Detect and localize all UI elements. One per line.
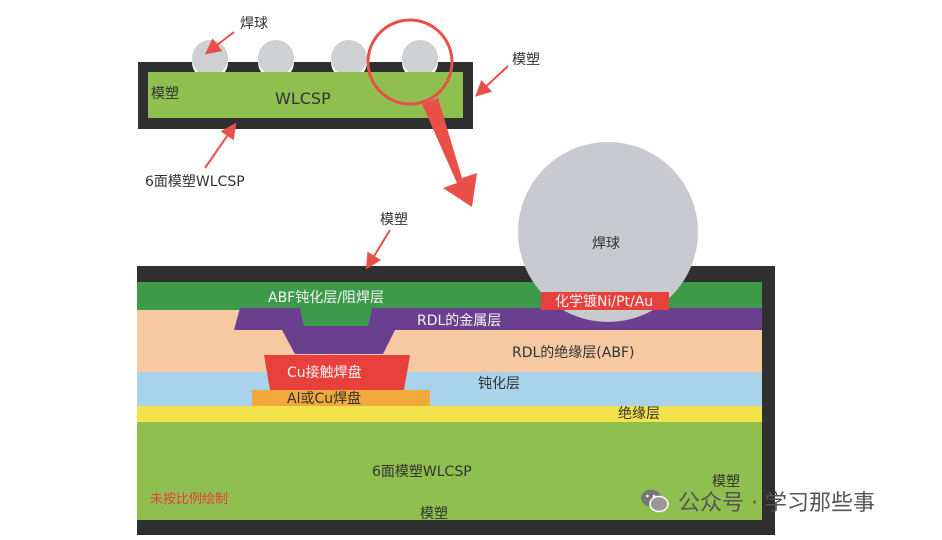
mold-label-right: 模塑 xyxy=(712,474,740,490)
top-package: 模塑 WLCSP 焊球 模塑 6面模塑WLCSP xyxy=(138,16,540,207)
watermark: 公众号 · 学习那些事 xyxy=(640,485,875,517)
rdl-metal-label: RDL的金属层 xyxy=(417,313,501,329)
passivation-label: 钝化层 xyxy=(478,376,520,392)
watermark-text: 公众号 · 学习那些事 xyxy=(678,491,875,516)
arrow xyxy=(365,229,391,270)
solder-ball xyxy=(258,40,294,76)
zoom-circle xyxy=(366,18,454,106)
mold-label-right: 模塑 xyxy=(512,52,540,68)
solder-ball xyxy=(331,40,367,76)
caption: 6面模塑WLCSP xyxy=(145,174,245,190)
mold-label-top: 模塑 xyxy=(380,212,408,228)
insulation-label: 绝缘层 xyxy=(618,406,660,422)
wlcsp-label: WLCSP xyxy=(275,89,331,108)
mold-label-inside: 模塑 xyxy=(151,86,179,102)
abf-passivation-label: ABF钝化层/阻焊层 xyxy=(268,290,384,306)
wlcsp-core xyxy=(148,72,463,118)
wechat-icon xyxy=(641,489,669,513)
solder-ball xyxy=(518,142,698,322)
solder-ball-label: 焊球 xyxy=(592,236,620,252)
arrow xyxy=(204,31,235,55)
zoom-arrow xyxy=(422,98,477,207)
cu-pad-label: Cu接触焊盘 xyxy=(287,364,362,381)
cross-section: 模塑 焊球 化学镀Ni/Pt/Au ABF钝化层/阻焊层 RDL的金属层 RDL… xyxy=(137,142,775,535)
not-to-scale-note: 未按比例绘制 xyxy=(150,492,228,507)
nipt-au-plating xyxy=(541,292,669,310)
plating-label: 化学镀Ni/Pt/Au xyxy=(555,293,653,310)
solder-ball xyxy=(192,40,228,76)
core-label: 6面模塑WLCSP xyxy=(372,464,472,480)
arrow xyxy=(475,65,509,97)
arrow xyxy=(204,122,237,169)
passivation-layer xyxy=(137,372,762,406)
abf-via-fill xyxy=(300,308,372,326)
mold-label-bottom: 模塑 xyxy=(420,506,448,522)
al-cu-pad-label: Al或Cu焊盘 xyxy=(287,390,361,407)
solder-ball xyxy=(402,40,438,76)
rdl-dielectric-label: RDL的绝缘层(ABF) xyxy=(512,345,634,361)
insulation-layer xyxy=(137,406,762,422)
al-cu-pad xyxy=(252,390,430,406)
solder-ball-label: 焊球 xyxy=(240,16,268,32)
cu-contact-pad xyxy=(264,355,410,390)
